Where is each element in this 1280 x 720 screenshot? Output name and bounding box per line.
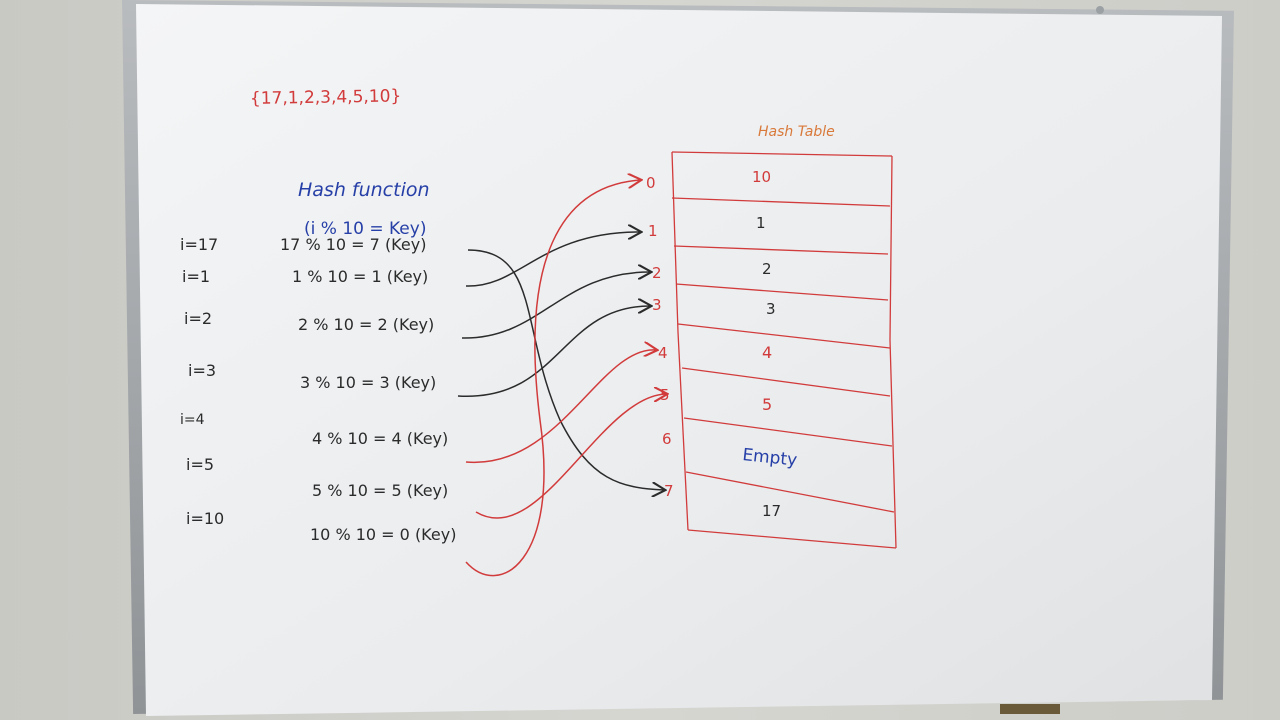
index-2: 2 xyxy=(652,264,662,282)
row-line xyxy=(671,151,893,157)
row-line xyxy=(675,283,889,301)
cell-5: 5 xyxy=(762,395,772,414)
key-labels: i=17 i=1 i=2 i=3 i=4 i=5 i=10 xyxy=(180,235,224,528)
cell-2: 2 xyxy=(762,260,772,278)
index-7: 7 xyxy=(664,482,674,500)
frame-screw xyxy=(1096,6,1104,14)
arrow-4-to-4 xyxy=(465,350,656,463)
arrow-10-to-0 xyxy=(465,180,640,577)
table-right-edge xyxy=(889,155,897,549)
row-line xyxy=(687,529,897,549)
row-line xyxy=(681,367,891,397)
cell-7: 17 xyxy=(762,502,781,520)
key-label-2: i=2 xyxy=(184,309,212,328)
expr-10: 10 % 10 = 0 (Key) xyxy=(310,525,456,544)
arrow-2-to-2 xyxy=(461,272,650,339)
index-column: 0 1 2 3 4 5 6 7 xyxy=(646,174,674,500)
set-line: {17,1,2,3,4,5,10} xyxy=(250,86,402,109)
hash-function-title: Hash function xyxy=(298,179,430,201)
index-1: 1 xyxy=(648,222,658,240)
table-left-edge xyxy=(671,151,689,531)
key-label-10: i=10 xyxy=(186,509,224,528)
hash-function-formula: (i % 10 = Key) xyxy=(304,219,426,239)
arrow-3-to-3 xyxy=(457,306,650,397)
hash-expressions: 17 % 10 = 7 (Key) 1 % 10 = 1 (Key) 2 % 1… xyxy=(280,235,456,544)
expr-2: 2 % 10 = 2 (Key) xyxy=(298,315,434,334)
index-3: 3 xyxy=(652,296,662,314)
index-6: 6 xyxy=(662,430,672,448)
arrow-5-to-5 xyxy=(475,394,666,519)
mapping-arrows-red xyxy=(465,180,666,577)
cell-4: 4 xyxy=(762,343,772,362)
index-5: 5 xyxy=(660,386,670,404)
expr-17: 17 % 10 = 7 (Key) xyxy=(280,235,426,254)
arrow-1-to-1 xyxy=(465,232,640,287)
hash-table-grid xyxy=(671,151,897,549)
row-line xyxy=(673,245,889,255)
expr-5: 5 % 10 = 5 (Key) xyxy=(312,481,448,500)
index-0: 0 xyxy=(646,174,656,192)
row-line xyxy=(677,323,891,349)
row-line xyxy=(685,471,895,513)
expr-4: 4 % 10 = 4 (Key) xyxy=(312,429,448,448)
expr-3: 3 % 10 = 3 (Key) xyxy=(300,373,436,392)
hash-table-title: Hash Table xyxy=(758,124,835,140)
key-label-3: i=3 xyxy=(188,361,216,380)
expr-1: 1 % 10 = 1 (Key) xyxy=(292,267,428,286)
row-line xyxy=(683,417,893,447)
key-label-5: i=5 xyxy=(186,455,214,474)
cell-0: 10 xyxy=(752,168,771,186)
index-4: 4 xyxy=(658,344,668,362)
mapping-arrows-black xyxy=(457,232,664,490)
key-label-17: i=17 xyxy=(180,235,218,254)
board-tray xyxy=(1000,704,1060,714)
key-label-4: i=4 xyxy=(180,412,205,428)
key-label-1: i=1 xyxy=(182,267,210,286)
cell-1: 1 xyxy=(756,214,766,232)
row-line xyxy=(671,197,891,207)
cell-3: 3 xyxy=(766,300,776,318)
arrow-17-to-7 xyxy=(467,249,664,490)
